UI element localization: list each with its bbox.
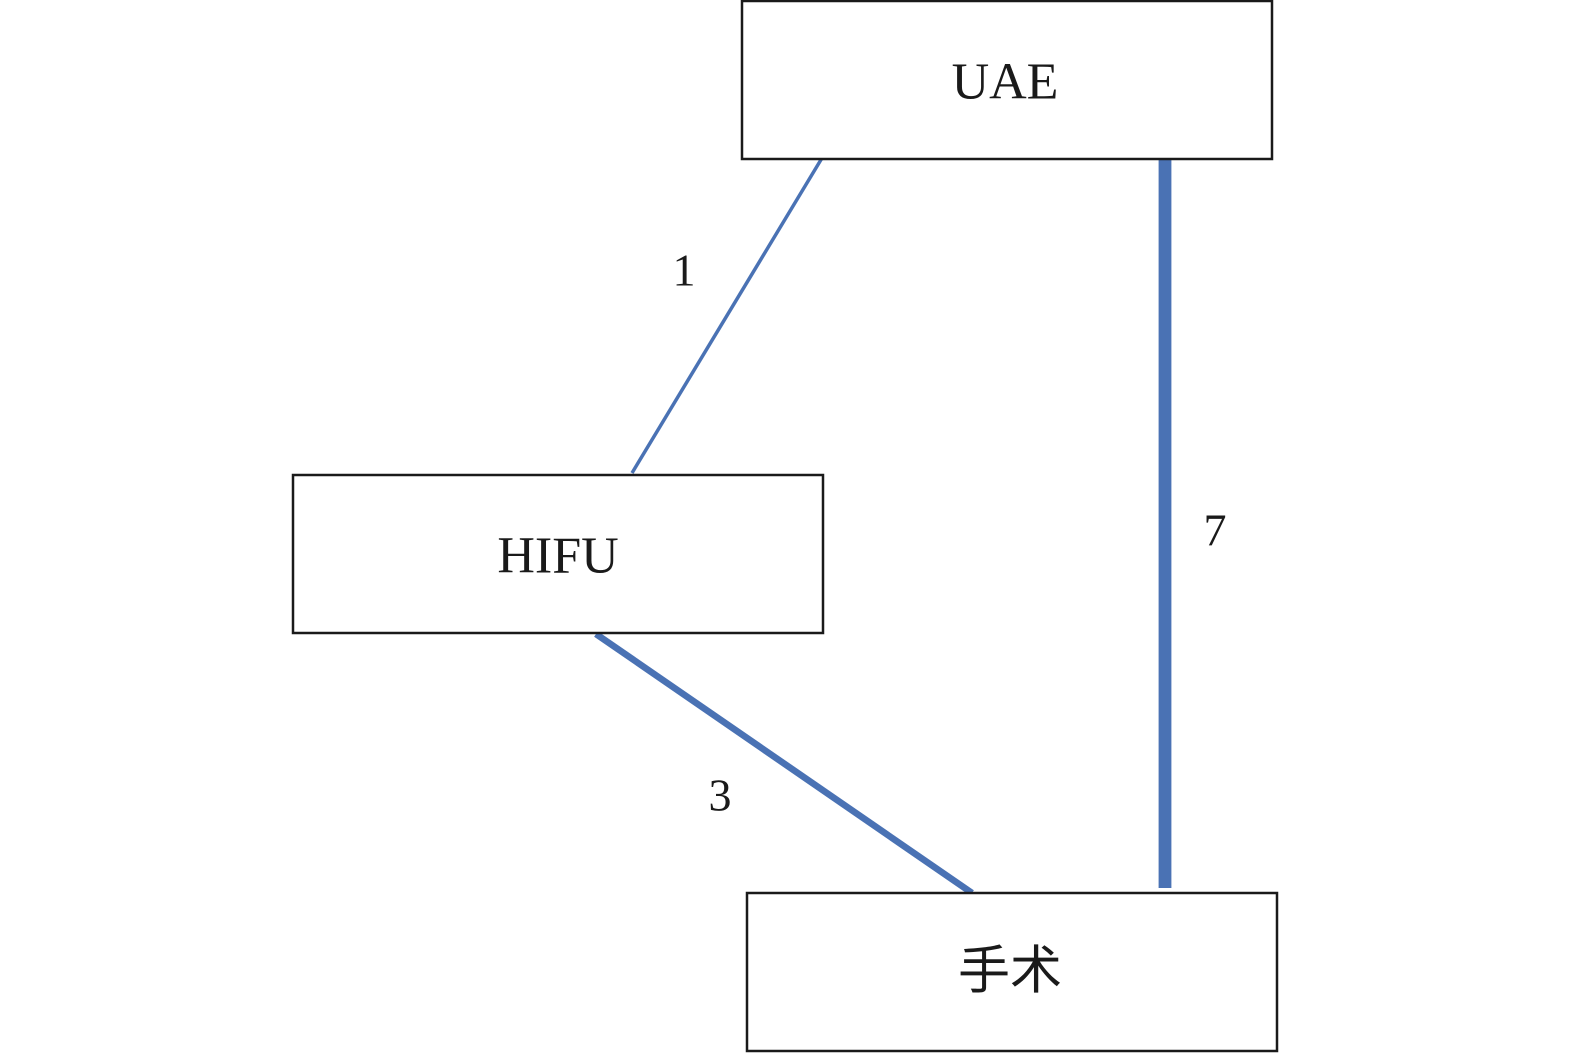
edge-label-uae-surgery: 7 — [1204, 505, 1227, 556]
node-uae-label: UAE — [952, 54, 1059, 111]
node-surgery-box — [745, 891, 1279, 1053]
node-surgery-label: 手术 — [958, 944, 1062, 1001]
edge-uae-hifu — [630, 157, 824, 474]
node-hifu-box — [291, 473, 825, 635]
node-uae-box — [740, 0, 1274, 161]
node-hifu: HIFU — [291, 473, 825, 635]
node-surgery: 手术 — [745, 891, 1279, 1053]
node-hifu-label: HIFU — [497, 528, 618, 585]
node-uae: UAE — [740, 0, 1274, 161]
edge-hifu-surgery — [594, 631, 974, 896]
edge-label-hifu-surgery: 3 — [709, 770, 732, 821]
edge-label-uae-hifu: 1 — [673, 245, 696, 296]
